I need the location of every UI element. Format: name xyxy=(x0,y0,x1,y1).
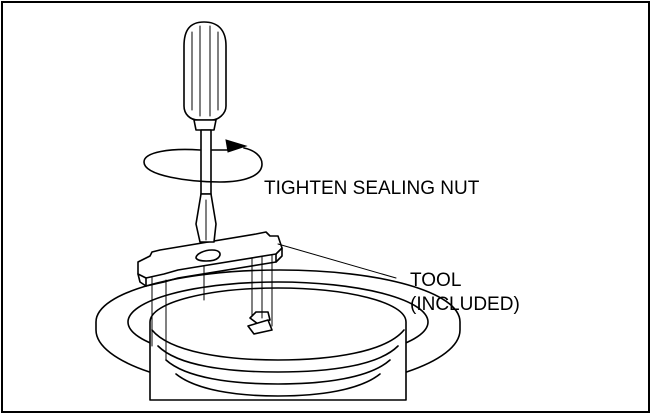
tool-leader-line xyxy=(277,243,397,279)
sealing-nut-icon xyxy=(95,269,461,401)
wrench-tool-icon xyxy=(137,231,283,287)
tighten-sealing-nut-label: TIGHTEN SEALING NUT xyxy=(264,178,480,199)
screwdriver-icon xyxy=(183,21,227,243)
tool-label-line1: TOOL xyxy=(410,270,461,291)
rotation-arrow-icon xyxy=(143,139,263,183)
tool-label-line2: (INCLUDED) xyxy=(410,294,520,315)
